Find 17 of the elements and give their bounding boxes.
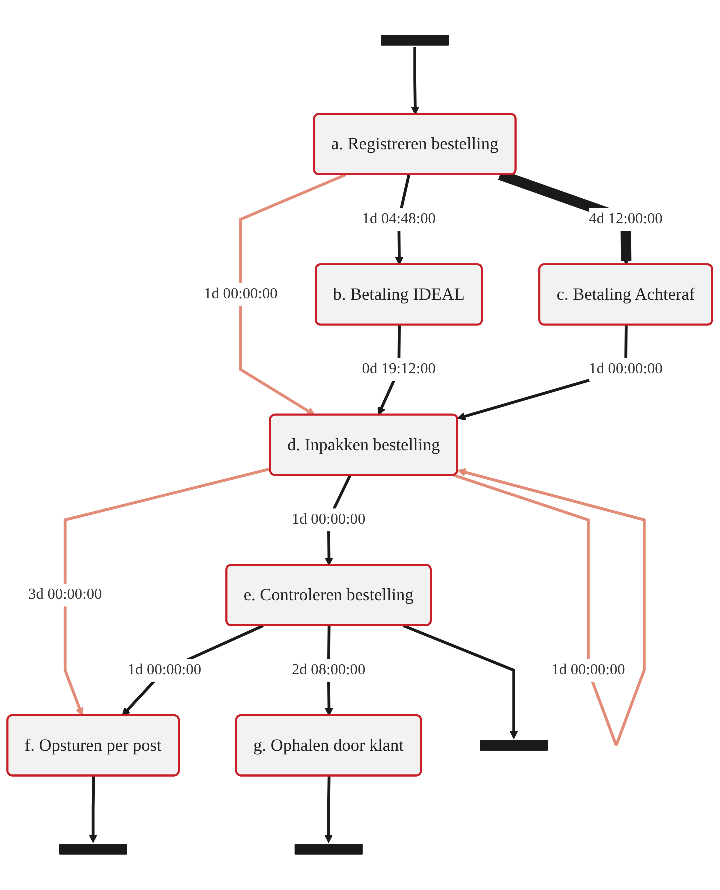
arrow — [403, 624, 518, 740]
edge-label: 1d 00:00:00 — [292, 512, 366, 528]
edge-label: 4d 12:00:00 — [589, 210, 663, 228]
arrow — [240, 174, 346, 416]
edge-label: 1d 00:00:00 — [204, 286, 278, 302]
arrow — [64, 468, 272, 716]
edge-label: 3d 00:00:00 — [28, 586, 102, 603]
edge-label: 1d 00:00:00 — [552, 662, 626, 678]
arrow — [324, 776, 334, 844]
edge-label: 0d 19:12:00 — [362, 361, 436, 378]
arrow — [122, 624, 264, 716]
arrow — [411, 47, 420, 116]
edge-label: 2d 08:00:00 — [292, 662, 366, 678]
arrow — [89, 776, 98, 844]
edge-label: 1d 00:00:00 — [128, 662, 202, 678]
edge-label: 1d 04:48:00 — [362, 210, 436, 228]
edge-label: 1d 00:00:00 — [589, 361, 663, 378]
